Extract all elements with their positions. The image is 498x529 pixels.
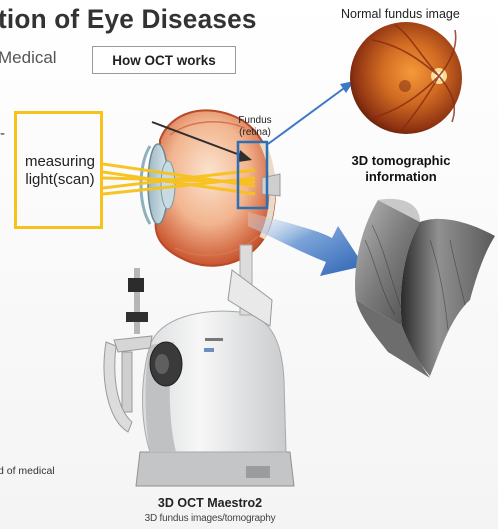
measuring-light-label: measuring light(scan) [16, 153, 104, 189]
oct-device-illustration [104, 245, 294, 486]
measuring-light-line2: light(scan) [16, 171, 104, 189]
3d-tomographic-image [355, 199, 495, 378]
fundus-label-line1: Fundus [230, 115, 280, 127]
tomographic-label-line2: information [336, 169, 466, 185]
normal-fundus-image-label: Normal fundus image [341, 7, 460, 21]
large-blue-arrow-icon [248, 212, 364, 276]
fundus-label-line2: (retina) [230, 127, 280, 139]
tomographic-label-line1: 3D tomographic [336, 153, 466, 169]
normal-fundus-image [350, 22, 462, 134]
device-name: 3D OCT Maestro2 [130, 496, 290, 510]
measuring-light-line1: measuring [16, 153, 104, 171]
fundus-retina-label: Fundus (retina) [230, 115, 280, 139]
device-description: 3D fundus images/tomography [120, 513, 300, 524]
3d-tomographic-label: 3D tomographic information [336, 153, 466, 185]
bottom-left-note: d of medical [0, 465, 55, 477]
fundus-pointer-arrow-icon [268, 81, 354, 144]
